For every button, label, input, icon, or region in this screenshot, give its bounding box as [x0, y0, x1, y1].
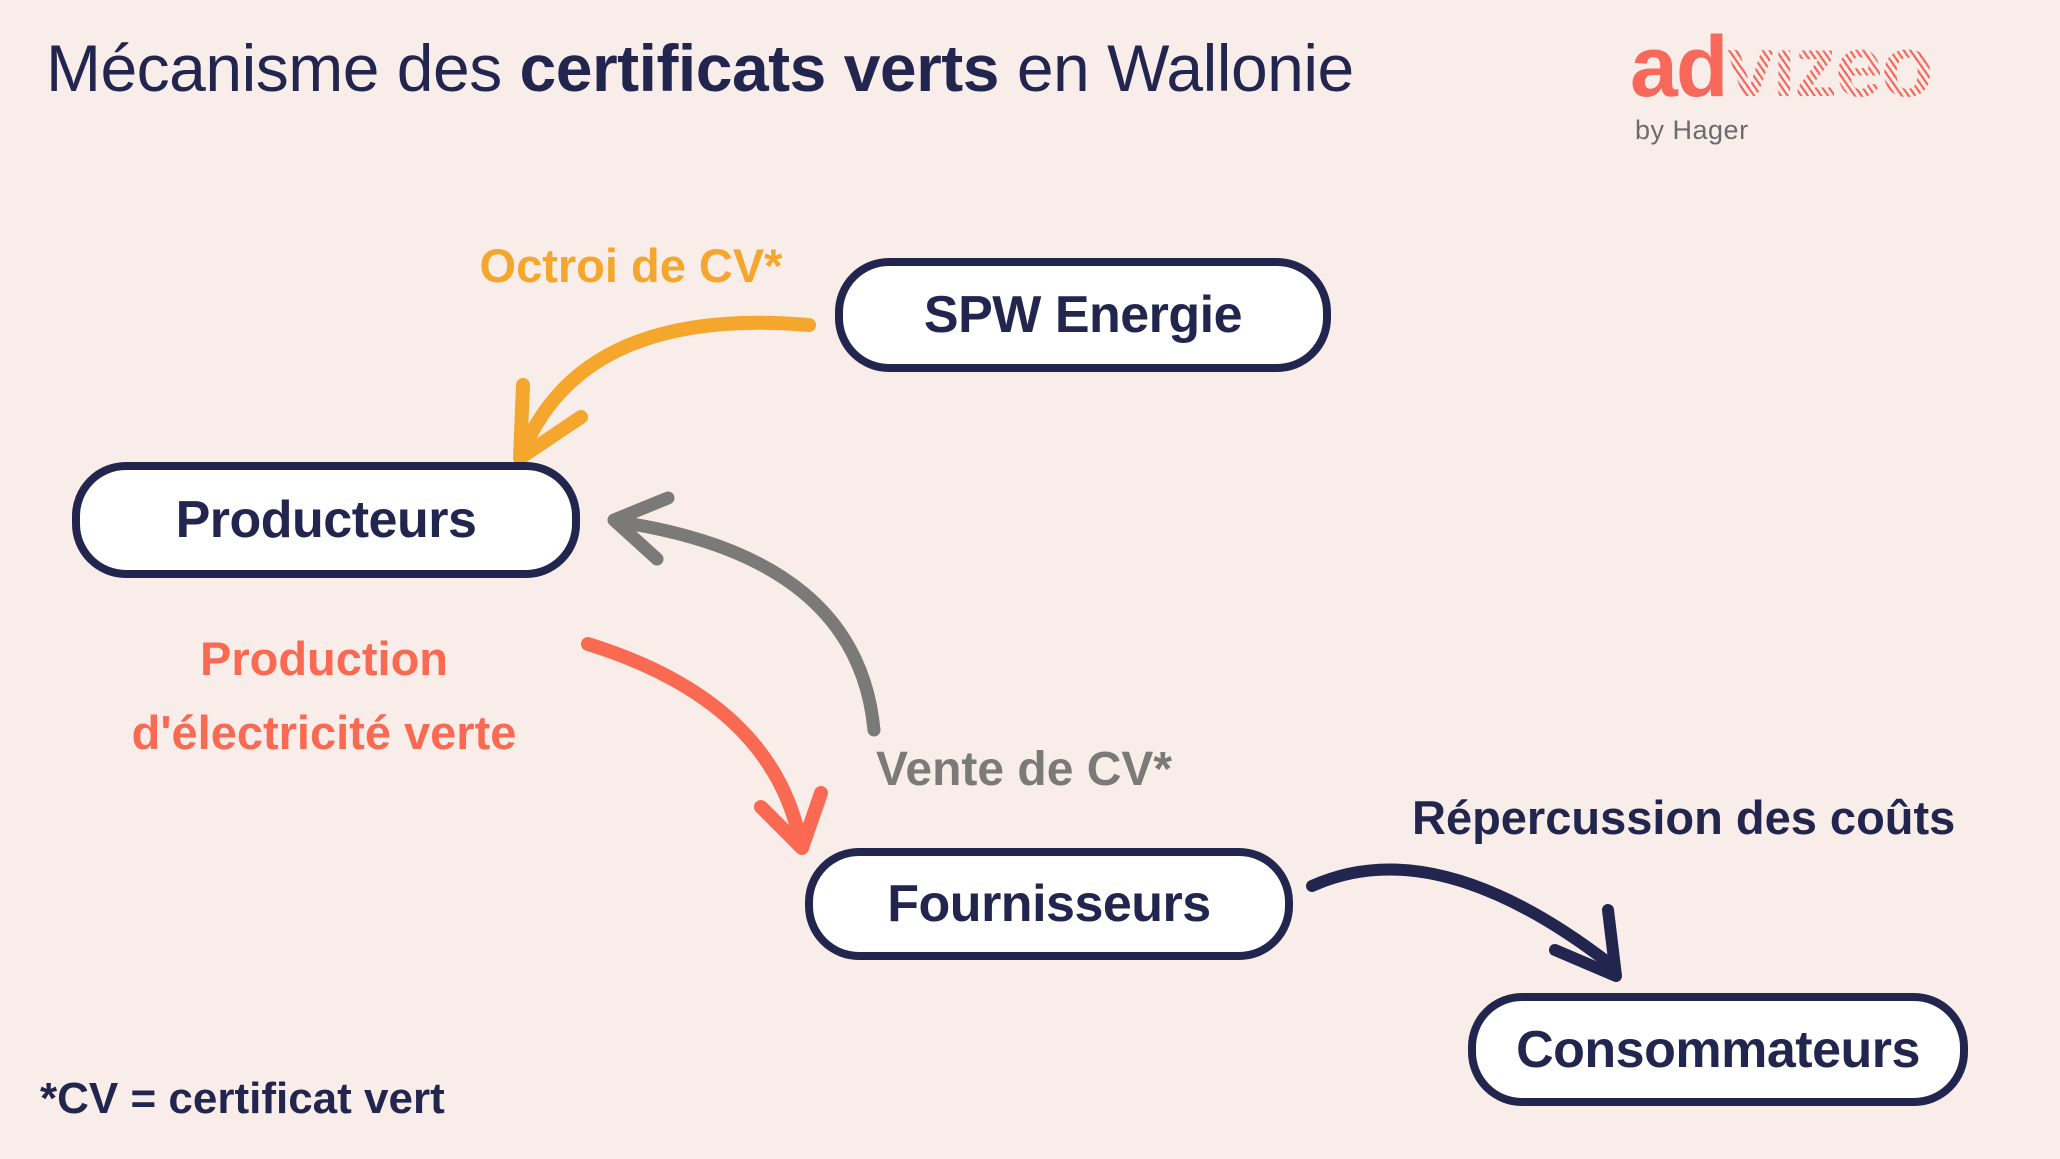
node-fournisseurs-label: Fournisseurs: [887, 875, 1211, 933]
title-prefix: Mécanisme des: [46, 31, 520, 105]
edge-label-production-line1: Production: [199, 632, 449, 685]
footnote-cv-definition: *CV = certificat vert: [40, 1074, 445, 1123]
vente-arrow-head: [607, 491, 675, 566]
repercussion-arrow-shaft: [1306, 863, 1616, 970]
edge-label-production-line2: d'électricité verte: [131, 706, 517, 759]
advizeo-logo: advızeo by Hager: [1630, 24, 1933, 146]
production-arrow-shaft: [581, 637, 806, 843]
vente-arrow-shaft: [619, 516, 881, 737]
production-arrow-head: [754, 786, 828, 855]
logo-wordmark-solid: ad: [1630, 19, 1728, 115]
octroi-arrow: [513, 315, 816, 465]
node-fournisseurs: Fournisseurs: [805, 848, 1293, 960]
logo-wordmark-hatched: vızeo: [1726, 19, 1933, 115]
edge-label-repercussion-des-couts: Répercussion des coûts: [1412, 791, 1956, 844]
node-spw-energie-label: SPW Energie: [923, 286, 1243, 344]
node-consommateurs: Consommateurs: [1468, 993, 1968, 1106]
node-consommateurs-label: Consommateurs: [1516, 1020, 1920, 1079]
octroi-arrow-shaft: [519, 315, 816, 451]
logo-wordmark: advızeo: [1630, 24, 1933, 110]
node-producteurs-label: Producteurs: [175, 491, 477, 549]
title-bold: certificats verts: [519, 31, 1000, 105]
page-title: Mécanisme des certificats verts en Wallo…: [46, 30, 1354, 106]
production-arrow: [581, 637, 828, 855]
logo-byline: by Hager: [1635, 115, 1749, 145]
edge-label-vente-de-cv: Vente de CV*: [876, 743, 1173, 796]
edge-label-octroi-de-cv: Octroi de CV*: [479, 239, 783, 292]
node-spw-energie: SPW Energie: [835, 258, 1331, 372]
node-producteurs: Producteurs: [72, 462, 580, 578]
repercussion-arrow: [1306, 863, 1622, 982]
octroi-arrow-head: [513, 378, 588, 465]
vente-arrow: [607, 491, 881, 737]
title-suffix: en Wallonie: [998, 31, 1354, 105]
edge-label-production-electricite-verte: Production d'électricité verte: [83, 622, 565, 770]
repercussion-arrow-head: [1549, 904, 1622, 982]
